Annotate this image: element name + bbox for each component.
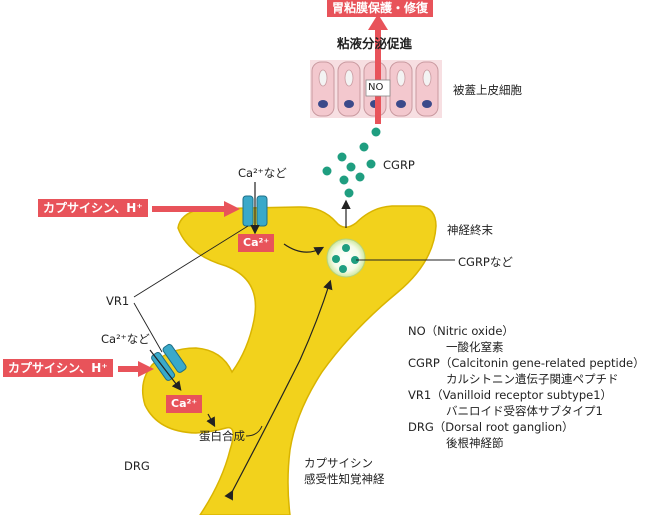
stimulus-label-bottom: カプサイシン、H⁺ xyxy=(3,359,113,377)
legend-desc-cgrp: カルシトニン遺伝子関連ペプチド xyxy=(446,372,619,386)
vr1-label: VR1 xyxy=(106,294,130,308)
mucus-secretion-label: 粘液分泌促進 xyxy=(337,36,413,51)
no-box xyxy=(365,79,391,97)
ca-etc-label-bottom: Ca²⁺など xyxy=(101,332,150,346)
ca-to-protein-arrow xyxy=(206,413,216,428)
protein-brace xyxy=(245,425,263,437)
nerve-ending-body xyxy=(141,205,437,515)
ca-influx-arrow-bottom xyxy=(149,349,182,391)
vr1-pointer-bottom xyxy=(133,302,163,353)
legend-term-drg: DRG（Dorsal root ganglion） xyxy=(408,420,574,434)
legend-desc-drg: 後根神経節 xyxy=(446,436,504,450)
protein-synthesis-label: 蛋白合成 xyxy=(199,429,245,443)
cgrp-granules-released xyxy=(322,127,381,198)
sensory-nerve-label-1: カプサイシン xyxy=(304,456,373,470)
sensory-nerve-label-2: 感受性知覚神経 xyxy=(304,472,385,486)
stimulus-arrowhead-top xyxy=(224,201,240,217)
protection-label: 胃粘膜保護・修復 xyxy=(327,0,434,17)
vr1-pointer-top xyxy=(133,225,249,298)
ca-badge-top: Ca²⁺ xyxy=(238,234,275,252)
cgrp-label: CGRP xyxy=(383,158,415,172)
stimulus-arrowhead-bottom xyxy=(138,361,154,377)
legend-desc-no: 一酸化窒素 xyxy=(446,340,504,354)
legend-desc-vr1: バニロイド受容体サブタイプ1 xyxy=(446,404,603,418)
legend-term-vr1: VR1（Vanilloid receptor subtype1） xyxy=(408,388,613,402)
protection-arrow-head xyxy=(368,14,388,30)
stimulus-label-top: カプサイシン、H⁺ xyxy=(38,199,148,217)
ca-badge-bottom: Ca²⁺ xyxy=(166,395,203,413)
no-label: NO xyxy=(368,82,384,93)
cgrp-etc-label: CGRPなど xyxy=(458,255,513,269)
cgrp-granules-vesicle xyxy=(332,244,359,273)
legend-term-no: NO（Nitric oxide） xyxy=(408,324,514,338)
cgrp-vesicle xyxy=(326,238,366,278)
vr1-channel-top xyxy=(242,195,268,227)
ca-to-vesicle-arrow xyxy=(283,243,325,256)
epithelium-label: 被蓋上皮細胞 xyxy=(453,83,522,97)
legend-term-cgrp: CGRP（Calcitonin gene-related peptide） xyxy=(408,356,645,370)
axonal-transport-arrow xyxy=(224,279,333,501)
ca-etc-label-top: Ca²⁺など xyxy=(238,166,287,180)
drg-label: DRG xyxy=(124,459,150,473)
nerve-ending-label: 神経終末 xyxy=(447,223,493,237)
